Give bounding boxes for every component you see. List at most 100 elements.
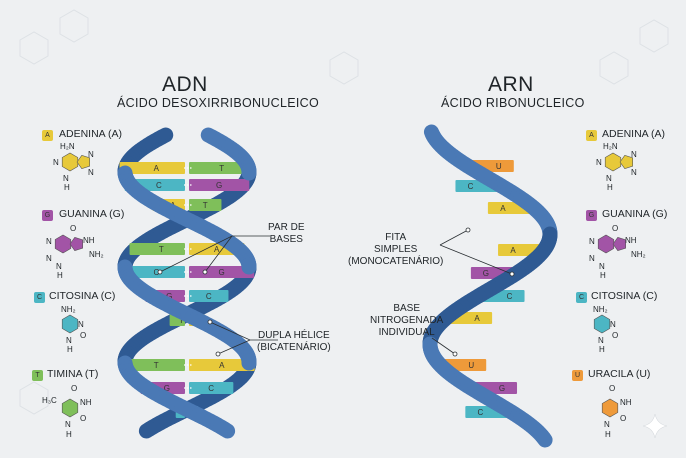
background-hexagon-pattern bbox=[19, 9, 669, 415]
rna-base-letter: A bbox=[500, 204, 506, 213]
rna-base-letter: C bbox=[477, 408, 483, 417]
dna-base-letter: C bbox=[208, 384, 214, 393]
chem-label: H bbox=[64, 183, 70, 192]
chem-label: H bbox=[600, 271, 606, 280]
adenine-ring-icon bbox=[619, 154, 634, 170]
chem-label: N bbox=[46, 254, 52, 263]
dna-title: ADN bbox=[162, 73, 208, 96]
chem-label: N bbox=[88, 168, 94, 177]
chem-label: NH bbox=[83, 236, 95, 245]
chem-label: N bbox=[610, 320, 616, 329]
dna-base-letter: G bbox=[218, 268, 224, 277]
chem-label: H bbox=[607, 183, 613, 192]
dna-base-block bbox=[189, 382, 234, 394]
rna-base-letter: U bbox=[496, 162, 502, 171]
dna-base-block bbox=[189, 266, 255, 278]
molecule-structures bbox=[54, 152, 634, 418]
dna-base-block bbox=[189, 199, 222, 211]
chem-label: O bbox=[612, 224, 619, 233]
dna-base-letter: A bbox=[219, 361, 225, 370]
dna-base-letter: C bbox=[206, 292, 212, 301]
dna-base-letter: T bbox=[154, 361, 159, 370]
chem-label: N bbox=[604, 420, 610, 429]
chem-label: N bbox=[66, 336, 72, 345]
chem-label: N bbox=[589, 254, 595, 263]
chem-label: N bbox=[631, 150, 637, 159]
annotation-nitrogenous-base: BASE NITROGENADA INDIVIDUAL bbox=[370, 303, 444, 338]
chem-label: N bbox=[65, 420, 71, 429]
adenine-badge-icon: A bbox=[42, 130, 53, 141]
annotation-dots bbox=[157, 227, 515, 357]
dna-base-block bbox=[119, 162, 185, 174]
chem-label: N bbox=[599, 262, 605, 271]
chem-label: N bbox=[606, 174, 612, 183]
dna-base-letter: T bbox=[203, 201, 208, 210]
chem-label: NH bbox=[625, 236, 637, 245]
chem-label: H bbox=[599, 345, 605, 354]
chem-label: NH₂ bbox=[631, 250, 646, 259]
rna-base-letter: C bbox=[507, 292, 513, 301]
dna-base-letter: T bbox=[219, 164, 224, 173]
guanine-badge-icon: G bbox=[42, 210, 53, 221]
chem-label: H bbox=[605, 430, 611, 439]
dna-base-pairs: ATCGATTACGGCTATAGCCC bbox=[119, 162, 255, 418]
dna-backbone-segment bbox=[138, 421, 158, 439]
dna-base-letter: A bbox=[154, 164, 160, 173]
adenine-badge-icon: A bbox=[586, 130, 597, 141]
legend-left-cytosine-label: CITOSINA (C) bbox=[49, 290, 116, 302]
cytosine-badge-icon: C bbox=[576, 292, 587, 303]
chem-label: O bbox=[80, 331, 87, 340]
chem-label: N bbox=[63, 174, 69, 183]
dna-base-block bbox=[129, 243, 185, 255]
rna-title: ARN bbox=[488, 73, 534, 96]
chem-label: O bbox=[80, 414, 87, 423]
rna-backbone-segment bbox=[536, 430, 553, 448]
chem-label: H bbox=[66, 430, 72, 439]
rna-base-letter: G bbox=[483, 269, 489, 278]
chem-label: N bbox=[589, 237, 595, 246]
chem-label: O bbox=[70, 224, 77, 233]
chem-label: H bbox=[57, 271, 63, 280]
chem-label: N bbox=[53, 158, 59, 167]
chem-label: NH₂ bbox=[593, 305, 608, 314]
chem-label: H bbox=[67, 345, 73, 354]
legend-right-uracil-label: URACILA (U) bbox=[588, 368, 651, 380]
legend-right-guanine-label: GUANINA (G) bbox=[602, 208, 668, 220]
rna-base-letter: C bbox=[468, 182, 474, 191]
dna-base-letter: G bbox=[166, 292, 172, 301]
guanine-ring-icon bbox=[612, 236, 627, 252]
annotation-double-helix: DUPLA HÉLICE (BICATENÁRIO) bbox=[257, 330, 331, 353]
chem-label: N bbox=[78, 320, 84, 329]
legend-right-adenine-label: ADENINA (A) bbox=[602, 128, 666, 140]
chem-label: NH₂ bbox=[89, 250, 104, 259]
rna-base-letter: U bbox=[468, 361, 474, 370]
rna-backbone bbox=[422, 124, 558, 448]
rna-subtitle: ÁCIDO RIBONUCLEICO bbox=[441, 96, 585, 110]
rna-base-letter: A bbox=[474, 314, 480, 323]
dna-subtitle: ÁCIDO DESOXIRRIBONUCLEICO bbox=[117, 96, 319, 110]
chem-label: N bbox=[46, 237, 52, 246]
dna-base-letter: G bbox=[216, 181, 222, 190]
dna-base-block bbox=[189, 162, 255, 174]
adenine-ring-icon bbox=[604, 152, 622, 172]
dna-base-block bbox=[119, 359, 185, 371]
dna-base-letter: A bbox=[214, 245, 220, 254]
chem-label: O bbox=[620, 414, 627, 423]
dna-base-block bbox=[189, 290, 229, 302]
uracil-ring-icon bbox=[601, 398, 619, 418]
annotation-single-strand: FITA SIMPLES (MONOCATENÁRIO) bbox=[348, 232, 444, 267]
dna-base-letter: C bbox=[156, 181, 162, 190]
annotation-base-pairs: PAR DE BASES bbox=[268, 222, 305, 245]
cytosine-badge-icon: C bbox=[34, 292, 45, 303]
dna-base-letter: T bbox=[159, 245, 164, 254]
adenine-ring-icon bbox=[61, 152, 79, 172]
guanine-ring-icon bbox=[69, 236, 83, 252]
chem-label: N bbox=[56, 262, 62, 271]
guanine-badge-icon: G bbox=[586, 210, 597, 221]
chem-label: O bbox=[612, 331, 619, 340]
chem-label: H₂N bbox=[60, 142, 75, 151]
